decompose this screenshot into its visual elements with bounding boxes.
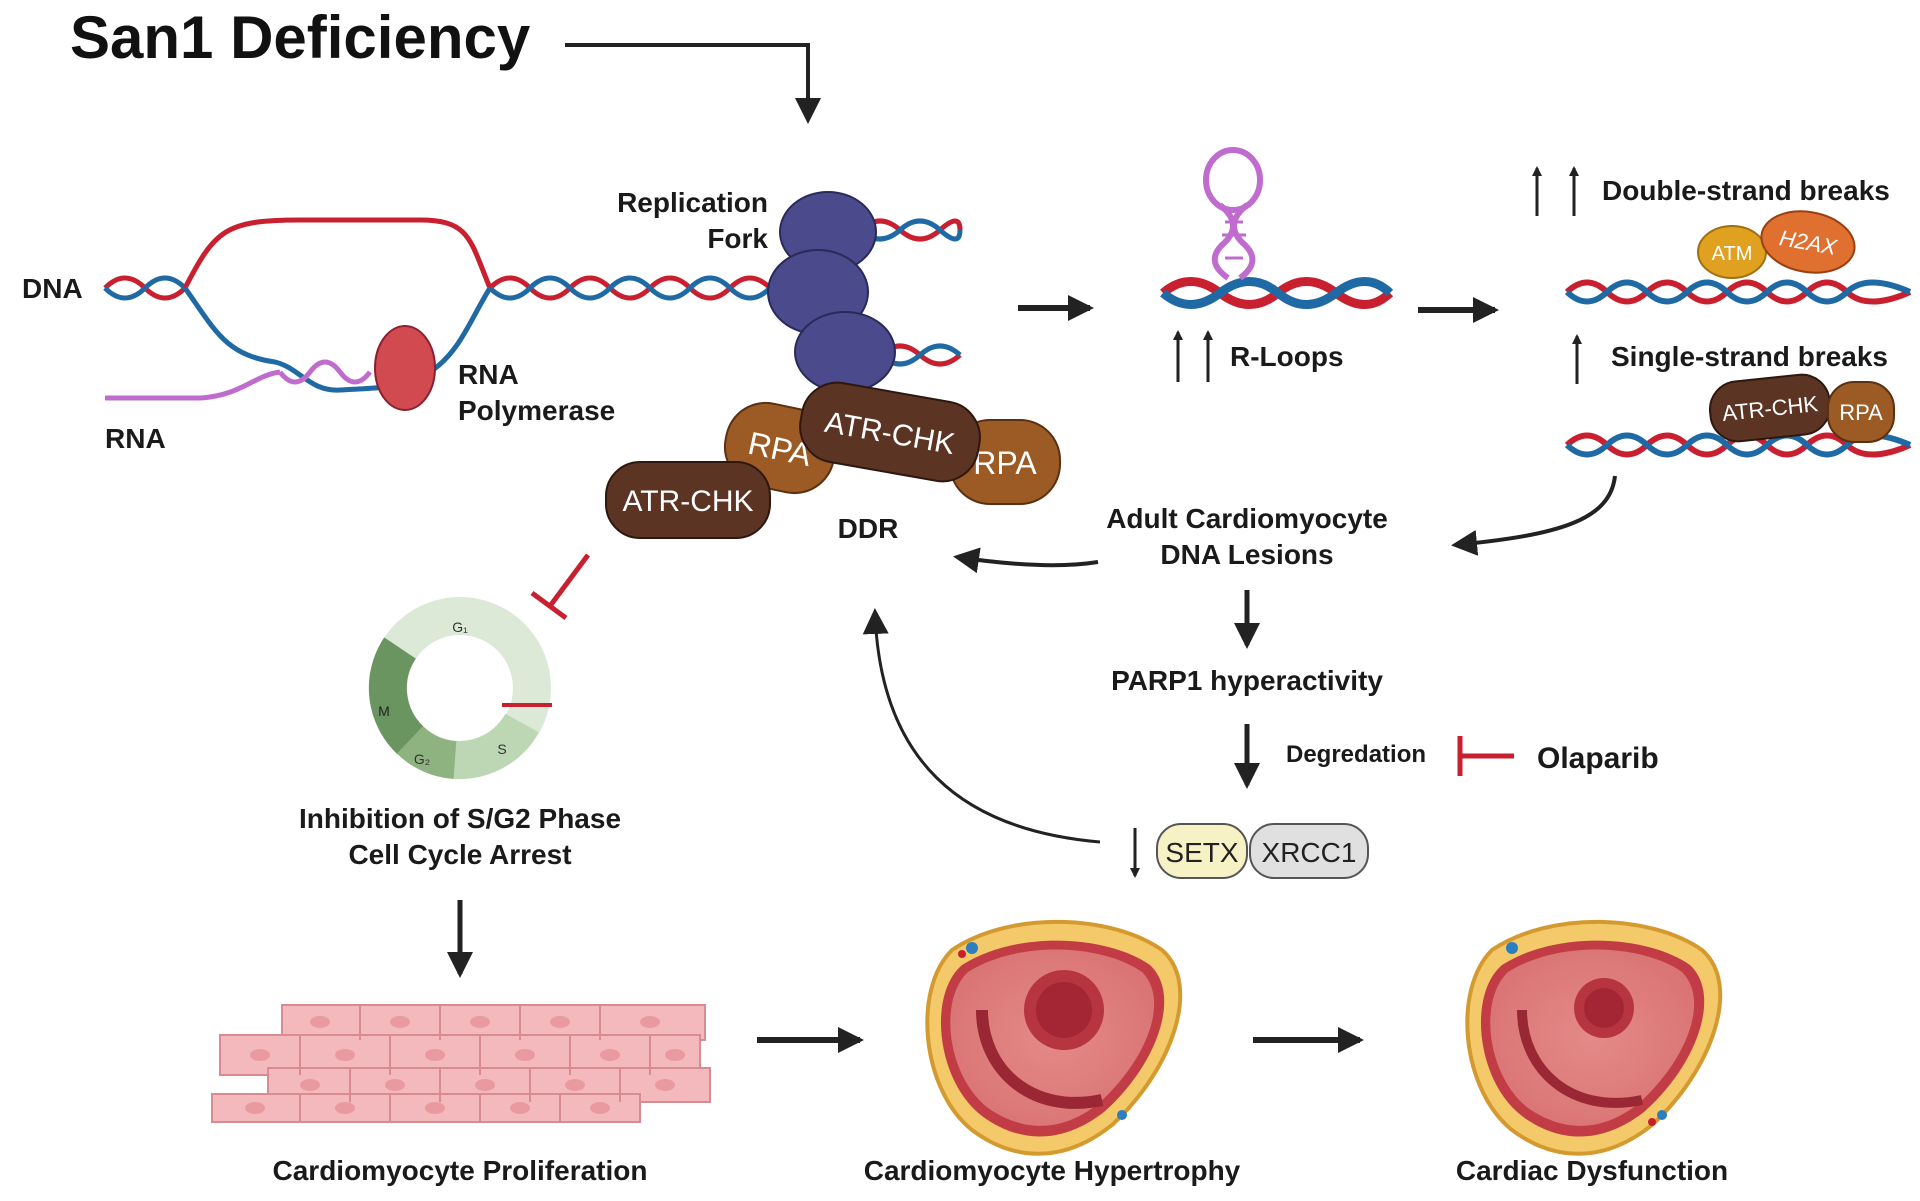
rna-polymerase-shape [374, 325, 436, 411]
title-arrow [565, 43, 821, 124]
xrcc1-protein: XRCC1 [1249, 823, 1369, 879]
inhibition-label-1: Inhibition of S/G2 Phase [299, 803, 621, 834]
ssb-rpa: RPA [1827, 381, 1895, 443]
r-loops-up-arrows [1173, 330, 1213, 382]
adult-cm-label-2: DNA Lesions [1160, 539, 1333, 570]
atr-chk-bottom-label: ATR-CHK [622, 485, 753, 518]
parp1-label: PARP1 hyperactivity [1111, 665, 1383, 696]
setx-label: SETX [1165, 837, 1238, 868]
olaparib-inhibit-marker [1457, 736, 1514, 776]
ssb-dna [1564, 432, 1912, 458]
arrow-lesions-to-ddr [953, 547, 1099, 574]
dna-label: DNA [22, 273, 83, 304]
adult-cm-label-1: Adult Cardiomyocyte [1106, 503, 1388, 534]
dsb-dna [1564, 279, 1912, 305]
hypertrophy-heart [925, 919, 1183, 1156]
replication-fork [767, 191, 963, 393]
degredation-label: Degredation [1286, 741, 1426, 768]
page-title: San1 Deficiency [70, 4, 531, 71]
rpa-right-label: RPA [973, 445, 1037, 481]
arrow-breaks-to-lesions [1451, 475, 1617, 556]
ddr-inhibit-marker [530, 553, 591, 621]
dna-transcription-bubble [103, 217, 772, 411]
setx-protein: SETX [1156, 823, 1248, 879]
atm-label: ATM [1712, 243, 1753, 265]
arrow-setx-to-ddr [862, 608, 1101, 844]
r-loops-label: R-Loops [1230, 341, 1344, 372]
proliferation-label: Cardiomyocyte Proliferation [273, 1155, 648, 1186]
xrcc1-label: XRCC1 [1262, 837, 1357, 868]
inhibition-label-2: Cell Cycle Arrest [348, 839, 571, 870]
atm-protein: ATM [1697, 225, 1767, 279]
rna-polymerase-label-2: Polymerase [458, 395, 615, 426]
h2ax-protein: H2AX [1760, 210, 1856, 274]
replication-fork-label-2: Fork [707, 223, 768, 254]
ssb-atr-chk: ATR-CHK [1708, 373, 1832, 443]
cardiomyocyte-nuclei [245, 1016, 685, 1114]
dsb-up-arrows [1532, 166, 1579, 216]
replication-fork-label-1: Replication [617, 187, 768, 218]
rna-polymerase-label-1: RNA [458, 359, 519, 390]
s-label: S [497, 741, 506, 757]
r-loop-diagram [1160, 147, 1394, 309]
single-strand-breaks-label: Single-strand breaks [1611, 341, 1888, 372]
dysfunction-heart [1465, 919, 1723, 1156]
ddr-complex: RPA RPA ATR-CHK ATR-CHK [605, 381, 1061, 539]
ddr-label: DDR [838, 513, 899, 544]
cell-cycle-wheel: G₁ S G₂ M [368, 597, 552, 780]
rna-label: RNA [105, 423, 166, 454]
double-strand-breaks-label: Double-strand breaks [1602, 175, 1890, 206]
hypertrophy-label: Cardiomyocyte Hypertrophy [864, 1155, 1241, 1186]
g1-label: G₁ [452, 619, 468, 635]
g2-label: G₂ [414, 751, 430, 767]
dysfunction-label: Cardiac Dysfunction [1456, 1155, 1728, 1186]
ssb-rpa-label: RPA [1839, 400, 1883, 425]
olaparib-label: Olaparib [1537, 742, 1659, 775]
cardiomyocyte-cluster [211, 1004, 711, 1123]
m-label: M [378, 703, 390, 719]
